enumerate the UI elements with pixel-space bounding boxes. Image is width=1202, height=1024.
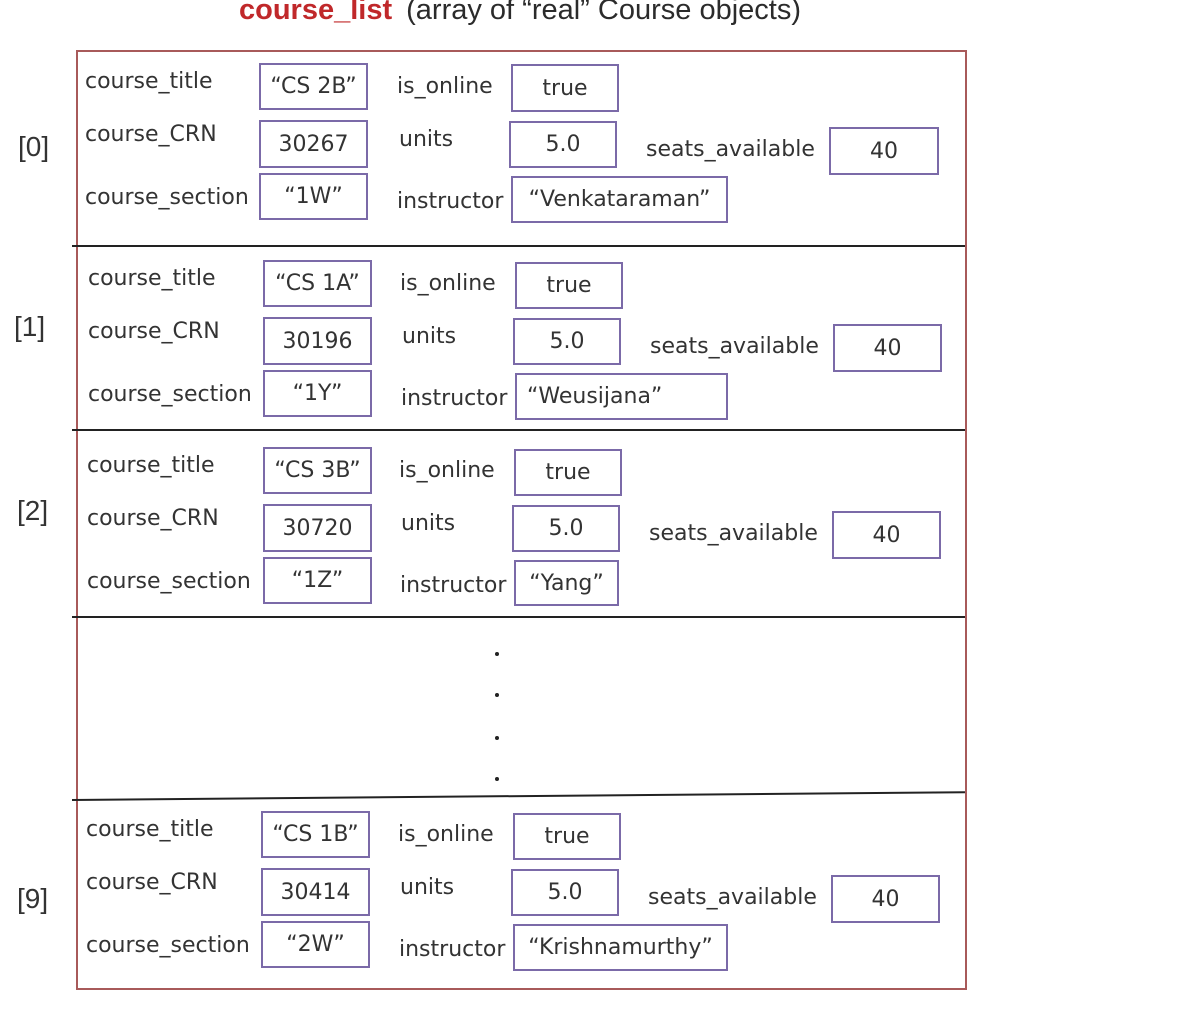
divider-0-1 xyxy=(72,245,965,247)
course-crn-label: course_CRN xyxy=(85,122,217,147)
course-section-value: “1W” xyxy=(259,173,368,220)
divider-1-2 xyxy=(72,429,965,431)
is-online-value: true xyxy=(511,64,619,112)
seats-available-value: 40 xyxy=(829,127,939,175)
seats-available-value: 40 xyxy=(833,324,942,372)
seats-available-value: 40 xyxy=(832,511,941,559)
ellipsis-dot xyxy=(495,693,499,697)
instructor-label: instructor xyxy=(399,937,506,962)
is-online-value: true xyxy=(515,262,623,309)
array-container xyxy=(76,50,967,990)
units-value: 5.0 xyxy=(512,505,620,552)
course-title-label: course_title xyxy=(85,69,213,94)
instructor-label: instructor xyxy=(400,573,507,598)
instructor-label: instructor xyxy=(401,386,508,411)
course-crn-label: course_CRN xyxy=(88,319,220,344)
instructor-value: “Yang” xyxy=(514,560,619,606)
course-section-value: “1Y” xyxy=(263,370,372,417)
instructor-value: “Krishnamurthy” xyxy=(513,924,728,971)
course-crn-value: 30267 xyxy=(259,120,368,168)
units-label: units xyxy=(400,875,455,900)
seats-available-label: seats_available xyxy=(650,334,819,359)
units-label: units xyxy=(399,127,454,152)
course-title-label: course_title xyxy=(87,453,215,478)
units-value: 5.0 xyxy=(513,318,621,365)
course-section-value: “1Z” xyxy=(263,557,372,604)
instructor-value: “Venkataraman” xyxy=(511,176,728,223)
course-section-label: course_section xyxy=(85,185,249,210)
divider-2-ellipsis xyxy=(72,616,965,618)
is-online-label: is_online xyxy=(400,271,496,296)
array-description: (array of “real” Course objects) xyxy=(406,0,801,26)
seats-available-label: seats_available xyxy=(648,885,817,910)
seats-available-label: seats_available xyxy=(646,137,815,162)
course-section-label: course_section xyxy=(87,569,251,594)
units-value: 5.0 xyxy=(511,869,619,916)
course-crn-label: course_CRN xyxy=(86,870,218,895)
units-value: 5.0 xyxy=(509,121,617,168)
course-crn-value: 30720 xyxy=(263,504,372,552)
course-title-label: course_title xyxy=(88,266,216,291)
array-index: [2] xyxy=(17,495,49,526)
is-online-label: is_online xyxy=(397,74,493,99)
is-online-value: true xyxy=(514,449,622,496)
units-label: units xyxy=(401,511,456,536)
is-online-label: is_online xyxy=(399,458,495,483)
course-title-value: “CS 1A” xyxy=(263,260,372,307)
is-online-value: true xyxy=(513,813,621,860)
diagram-title: course_list (array of “real” Course objec… xyxy=(0,0,1040,27)
array-name: course_list xyxy=(239,0,393,26)
course-section-label: course_section xyxy=(86,933,250,958)
ellipsis-dot xyxy=(495,736,499,740)
seats-available-label: seats_available xyxy=(649,521,818,546)
course-title-value: “CS 3B” xyxy=(263,447,372,494)
array-index: [9] xyxy=(17,883,49,914)
units-label: units xyxy=(402,324,457,349)
instructor-label: instructor xyxy=(397,189,504,214)
course-crn-value: 30414 xyxy=(261,868,370,916)
course-title-label: course_title xyxy=(86,817,214,842)
seats-available-value: 40 xyxy=(831,875,940,923)
instructor-value: “Weusijana” xyxy=(515,373,728,420)
ellipsis-dot xyxy=(495,652,499,656)
course-section-label: course_section xyxy=(88,382,252,407)
ellipsis-dot xyxy=(495,777,499,781)
array-index: [1] xyxy=(14,311,46,342)
course-title-value: “CS 1B” xyxy=(261,811,370,858)
course-crn-label: course_CRN xyxy=(87,506,219,531)
array-index: [0] xyxy=(18,131,50,162)
course-crn-value: 30196 xyxy=(263,317,372,365)
course-section-value: “2W” xyxy=(261,921,370,968)
course-title-value: “CS 2B” xyxy=(259,63,368,110)
is-online-label: is_online xyxy=(398,822,494,847)
